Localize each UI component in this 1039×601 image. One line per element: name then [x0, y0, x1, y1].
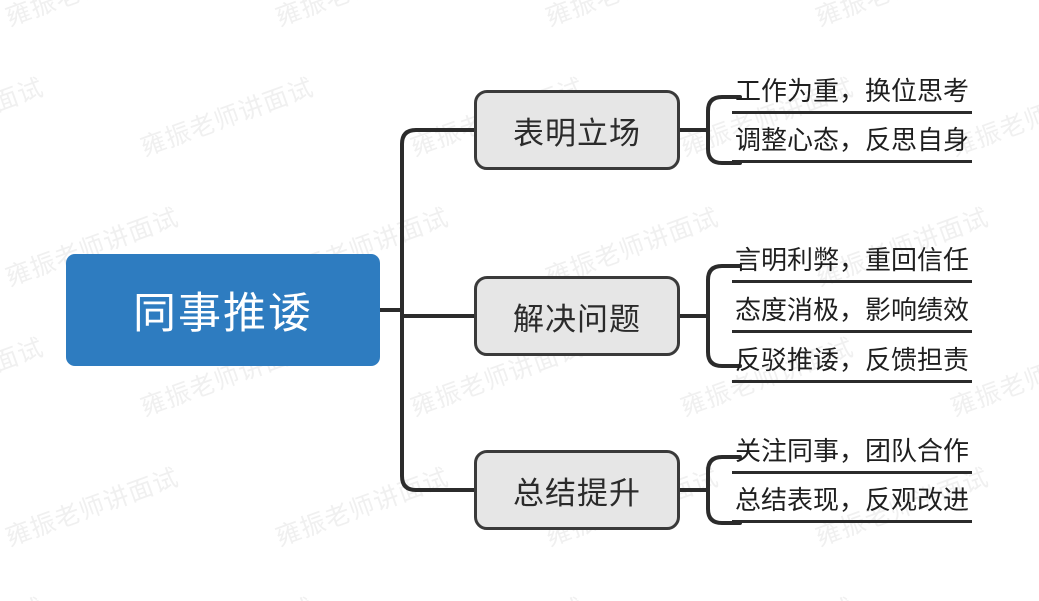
watermark-text: 雍振老师讲面试: [810, 0, 993, 34]
watermark-text: 雍振老师讲面试: [1, 462, 183, 552]
leaf-item[interactable]: 态度消极，影响绩效: [732, 287, 972, 333]
watermark-text: 雍振老师讲面试: [0, 332, 48, 422]
connector-trunk: [400, 128, 476, 492]
watermark-text: 雍振老师讲面试: [270, 0, 453, 34]
leaf-item[interactable]: 反驳推诿，反馈担责: [732, 337, 972, 383]
watermark-text: 雍振老师讲面试: [405, 588, 588, 601]
watermark-text: 雍振老师讲面试: [0, 0, 183, 34]
watermark-text: 雍振老师讲面试: [271, 462, 453, 552]
watermark-text: 雍振老师讲面试: [0, 72, 48, 162]
root-node[interactable]: 同事推诿: [66, 254, 380, 366]
leaf-item[interactable]: 关注同事，团队合作: [732, 428, 972, 474]
branch-node-jiejue-wenti[interactable]: 解决问题: [474, 276, 680, 356]
watermark-text: 雍振老师讲面试: [0, 588, 48, 601]
branch-node-zongjie-tisheng[interactable]: 总结提升: [474, 450, 680, 530]
leaf-item[interactable]: 总结表现，反观改进: [732, 477, 972, 523]
watermark-text: 雍振老师讲面试: [135, 588, 318, 601]
watermark-text: 雍振老师讲面试: [540, 0, 723, 34]
leaf-item[interactable]: 工作为重，换位思考: [732, 68, 972, 114]
watermark-text: 雍振老师讲面试: [136, 72, 318, 162]
watermark-text: 雍振老师讲面试: [675, 588, 858, 601]
branch-node-biaoming-lichang[interactable]: 表明立场: [474, 90, 680, 170]
watermark-text: 雍振老师讲面试: [945, 588, 1039, 601]
leaf-item[interactable]: 言明利弊，重回信任: [732, 237, 972, 283]
leaf-item[interactable]: 调整心态，反思自身: [732, 117, 972, 163]
